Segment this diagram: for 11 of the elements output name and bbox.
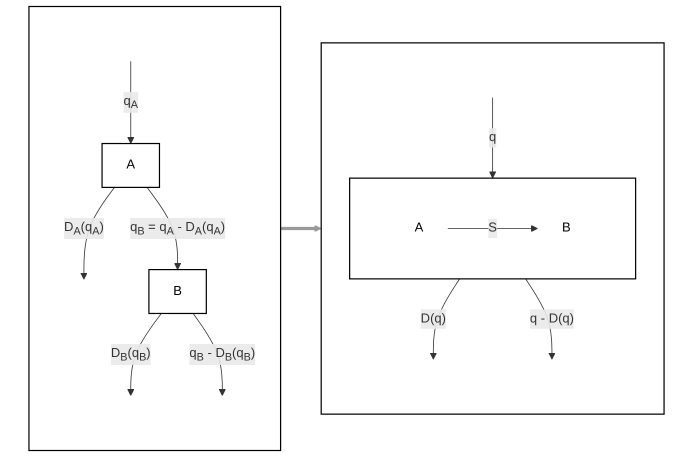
cluster — [28, 6, 282, 452]
node-box: A — [101, 142, 160, 188]
arrow — [447, 224, 538, 232]
node-box: B — [148, 268, 207, 314]
arrow — [280, 224, 322, 232]
cluster — [349, 178, 636, 280]
node-text: B — [562, 221, 571, 235]
node-text: A — [414, 221, 424, 235]
cluster — [320, 42, 665, 415]
arrow — [127, 60, 134, 144]
arrow — [489, 97, 496, 178]
